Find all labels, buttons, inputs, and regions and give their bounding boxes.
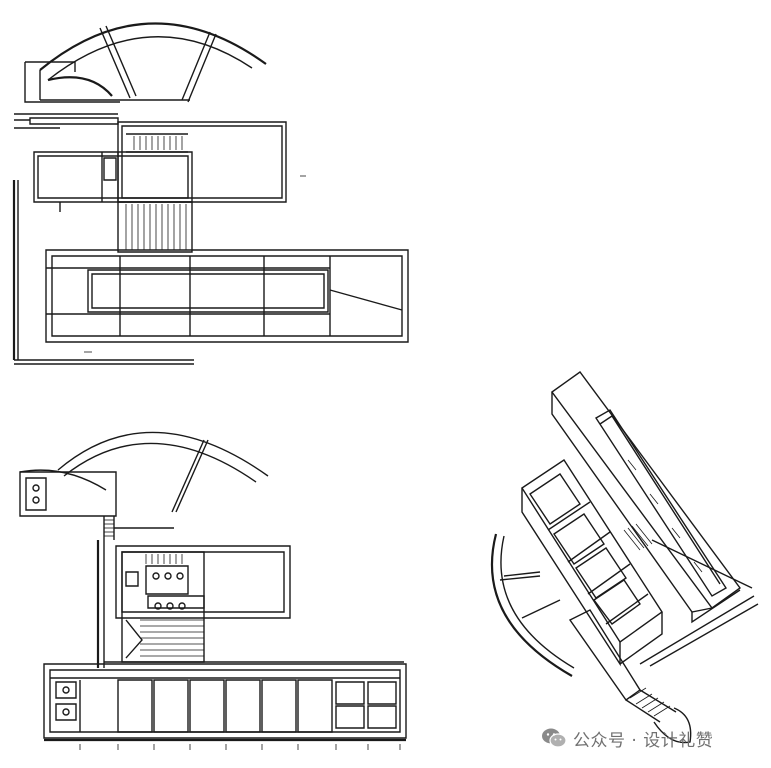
stair-hatch-lower [126,204,186,250]
ground-floor-plan [20,432,406,750]
ramp-hatch [630,688,670,716]
stair-hatch-middle [146,554,182,564]
axon-stair-hatch [624,524,652,550]
watermark-text: 公众号 · 设计礼赞 [573,730,714,751]
watermark: 公众号 · 设计礼赞 [541,724,713,752]
stair-hatch-south [140,620,204,656]
stair-hatch-entry [104,520,114,536]
wechat-icon [542,728,567,748]
stair-hatch-upper [134,136,182,150]
upper-floor-plan [14,23,408,364]
axonometric-view [492,372,758,743]
